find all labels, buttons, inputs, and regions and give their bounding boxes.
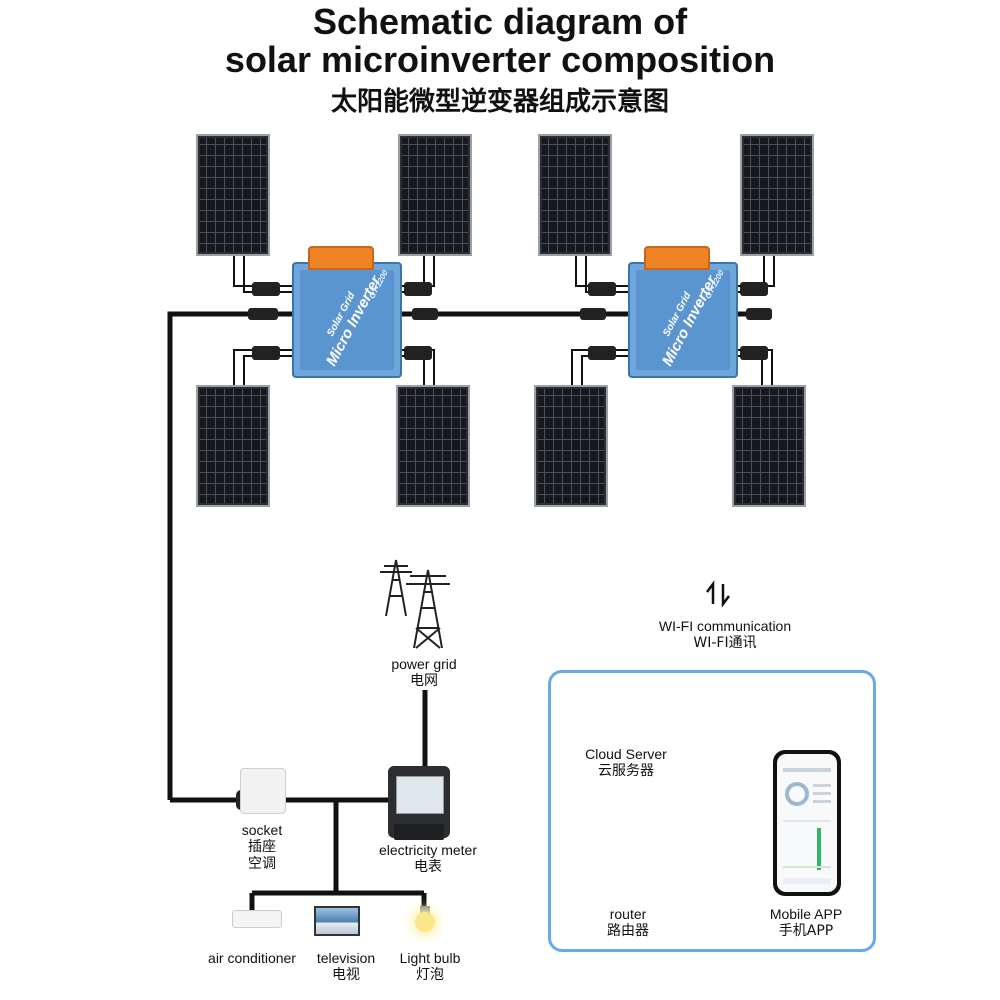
router-label: router 路由器: [607, 906, 649, 939]
mobile-phone: [773, 750, 841, 896]
app-dashboard: [783, 768, 831, 884]
title-line-3: 太阳能微型逆变器组成示意图: [330, 87, 669, 117]
ac-connector: [580, 308, 606, 320]
micro-inverter-2: Solar Grid Micro Inverter GT-1200: [628, 246, 738, 378]
television-icon: [314, 906, 360, 936]
dc-connector: [252, 282, 280, 296]
power-tower-icon: [380, 559, 450, 649]
power-grid-label: power grid 电网: [391, 656, 457, 689]
meter-face: [396, 776, 444, 814]
solar-panel: [534, 385, 608, 507]
micro-inverter-1: Solar Grid Micro Inverter GT-1200: [292, 246, 402, 378]
mobile-app-label: Mobile APP 手机APP: [769, 906, 843, 939]
television-label: television 电视: [316, 950, 376, 983]
solar-panel: [732, 385, 806, 507]
electricity-meter-icon: [388, 766, 450, 840]
wifi-communication-label: WI-FI communication WI-FI通讯: [658, 618, 792, 651]
light-bulb-label: Light bulb 灯泡: [399, 950, 461, 983]
dc-connector: [252, 346, 280, 360]
electricity-meter-label: electricity meter 电表: [378, 842, 478, 875]
title-line-2: solar microinverter composition: [224, 39, 776, 80]
ac-connector: [248, 308, 278, 320]
inverter-handle: [308, 246, 374, 270]
solar-panel: [538, 134, 612, 256]
solar-panel: [398, 134, 472, 256]
socket-icon: [240, 768, 286, 814]
air-conditioner-label: air conditioner: [208, 950, 296, 966]
exchange-arrows-icon: [706, 580, 730, 608]
solar-panel: [396, 385, 470, 507]
ac-connector: [412, 308, 438, 320]
phone-screen: [777, 754, 837, 892]
cloud-server-label: Cloud Server 云服务器: [585, 746, 667, 779]
meter-base: [394, 824, 444, 840]
bulb-base: [420, 906, 430, 914]
title-line-1: Schematic diagram of: [312, 1, 688, 42]
solar-panel: [196, 134, 270, 256]
ac-connector: [746, 308, 772, 320]
dc-connector: [740, 282, 768, 296]
inverter-handle: [644, 246, 710, 270]
dc-connector: [588, 346, 616, 360]
socket-label: socket 插座 空调: [241, 822, 283, 872]
solar-panel: [196, 385, 270, 507]
dc-connector: [588, 282, 616, 296]
air-conditioner-icon: [232, 910, 282, 928]
light-bulb-icon: [415, 912, 435, 932]
solar-panel: [740, 134, 814, 256]
dc-connector: [404, 282, 432, 296]
dc-connector: [404, 346, 432, 360]
dc-connector: [740, 346, 768, 360]
